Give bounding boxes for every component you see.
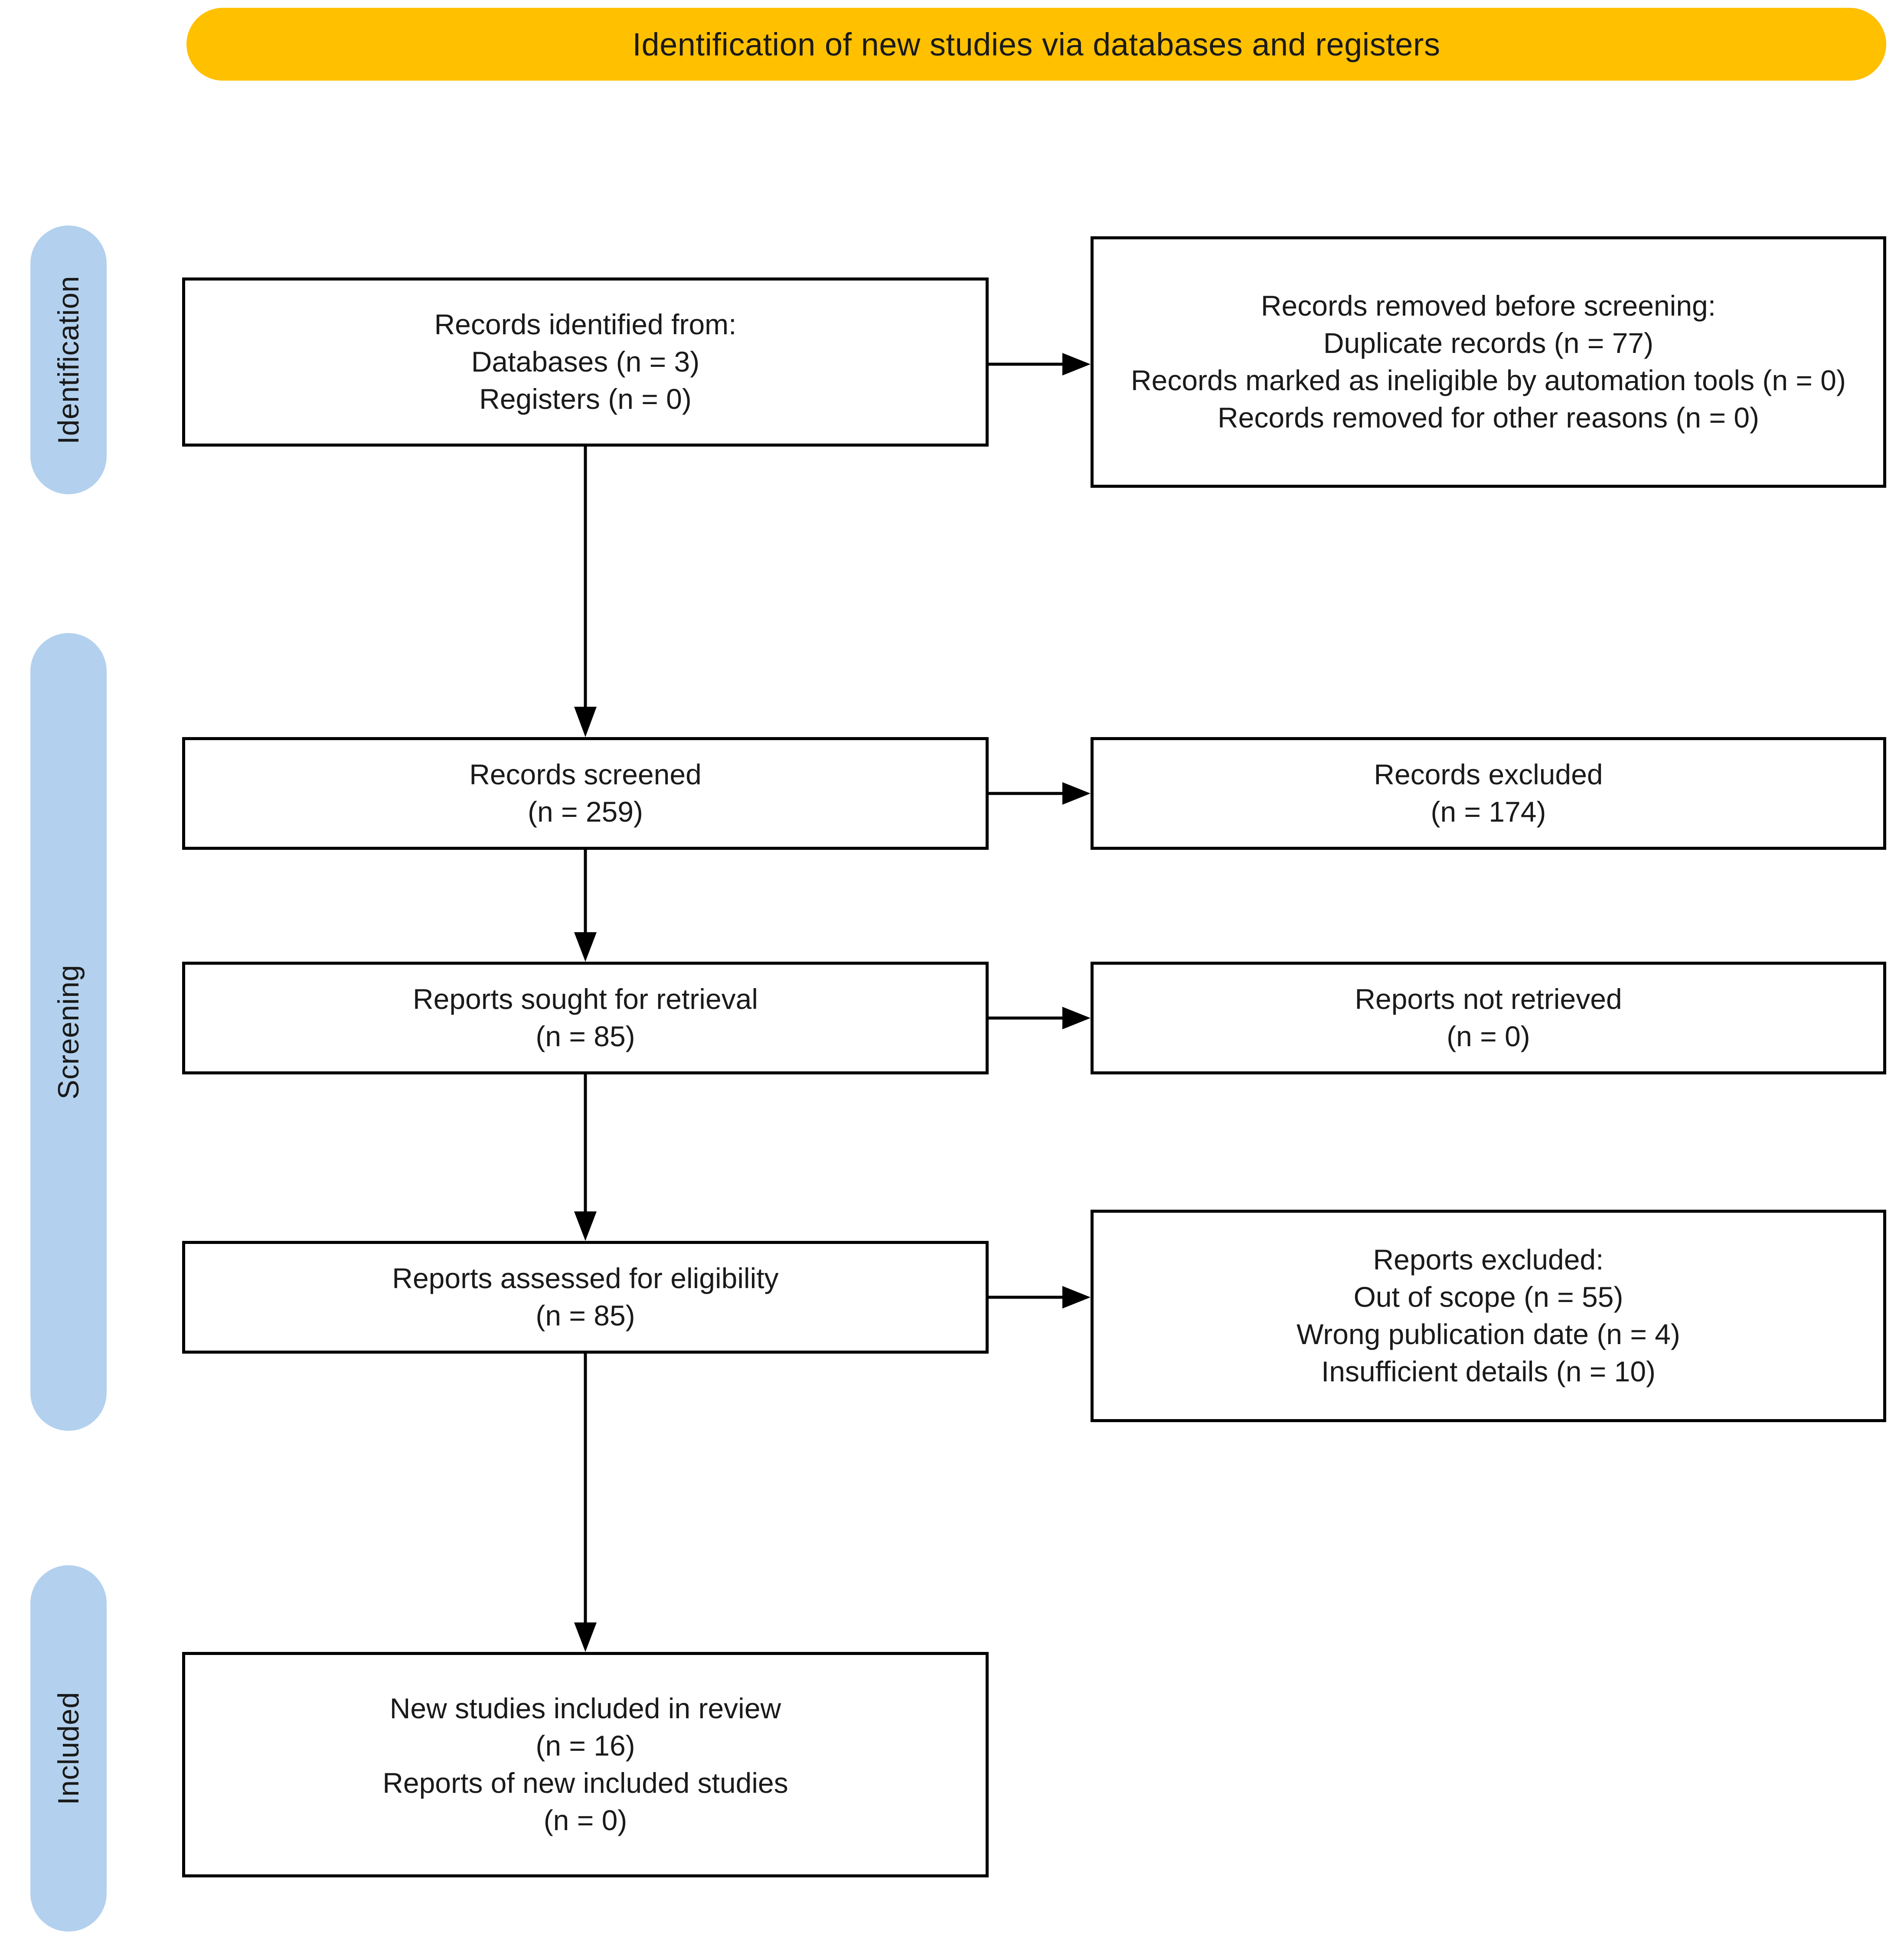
stage-label-included-text: Included: [52, 1691, 85, 1805]
box-records-screened-line-1: Records screened: [469, 758, 702, 791]
box-reports-assessed-line-2: (n = 85): [536, 1299, 635, 1332]
box-records-removed-line-2: Duplicate records (n = 77): [1323, 327, 1654, 359]
connector-identified-to-removed: [989, 351, 1093, 377]
box-reports-excluded-line-1: Reports excluded:: [1373, 1244, 1604, 1276]
box-new-studies-included-line-1: New studies included in review: [389, 1692, 781, 1725]
box-records-removed-line-4: Records removed for other reasons (n = 0…: [1217, 401, 1760, 434]
box-records-identified-line-2: Databases (n = 3): [471, 346, 700, 378]
box-reports-excluded-line-2: Out of scope (n = 55): [1353, 1281, 1623, 1313]
box-records-excluded-line-1: Records excluded: [1374, 758, 1603, 791]
box-new-studies-included-line-4: (n = 0): [543, 1804, 627, 1836]
box-records-identified-line-3: Registers (n = 0): [479, 382, 692, 415]
box-records-screened: Records screened (n = 259): [182, 737, 989, 850]
box-reports-not-retrieved-line-2: (n = 0): [1447, 1020, 1530, 1052]
box-new-studies-included: New studies included in review (n = 16) …: [182, 1652, 989, 1877]
connector-sought-to-assessed: [572, 1074, 598, 1243]
connector-sought-to-not-retrieved: [989, 1005, 1093, 1031]
box-records-removed-line-1: Records removed before screening:: [1261, 290, 1716, 322]
diagram-title-banner: Identification of new studies via databa…: [186, 8, 1886, 81]
box-records-excluded: Records excluded (n = 174): [1091, 737, 1886, 850]
box-reports-sought-line-1: Reports sought for retrieval: [412, 983, 758, 1015]
stage-label-identification-text: Identification: [52, 275, 85, 444]
box-new-studies-included-line-3: Reports of new included studies: [382, 1767, 788, 1799]
box-records-screened-line-2: (n = 259): [528, 796, 643, 828]
stage-label-screening: Screening: [30, 633, 107, 1431]
stage-label-identification: Identification: [30, 225, 107, 494]
box-reports-assessed-line-1: Reports assessed for eligibility: [392, 1262, 779, 1295]
box-reports-excluded-line-4: Insufficient details (n = 10): [1321, 1355, 1656, 1387]
box-reports-not-retrieved: Reports not retrieved (n = 0): [1091, 962, 1886, 1074]
box-records-removed-line-3: Records marked as ineligible by automati…: [1130, 364, 1846, 396]
connector-assessed-to-included: [572, 1354, 598, 1654]
box-reports-assessed: Reports assessed for eligibility (n = 85…: [182, 1241, 989, 1354]
stage-label-screening-text: Screening: [52, 964, 85, 1100]
connector-screened-to-records-excluded: [989, 780, 1093, 806]
connector-identified-to-screened: [572, 447, 598, 739]
connector-assessed-to-reports-excluded: [989, 1284, 1093, 1310]
box-records-identified: Records identified from: Databases (n = …: [182, 277, 989, 447]
box-new-studies-included-line-2: (n = 16): [536, 1730, 635, 1762]
page-title: Identification of new studies via databa…: [632, 26, 1440, 62]
box-reports-sought-line-2: (n = 85): [536, 1020, 635, 1052]
box-reports-excluded: Reports excluded: Out of scope (n = 55) …: [1091, 1210, 1886, 1422]
box-records-identified-line-1: Records identified from:: [434, 308, 737, 341]
box-reports-excluded-line-3: Wrong publication date (n = 4): [1297, 1318, 1680, 1350]
connector-screened-to-sought: [572, 850, 598, 963]
stage-label-included: Included: [30, 1565, 107, 1932]
box-reports-sought: Reports sought for retrieval (n = 85): [182, 962, 989, 1074]
box-reports-not-retrieved-line-1: Reports not retrieved: [1355, 983, 1622, 1015]
box-records-excluded-line-2: (n = 174): [1430, 796, 1546, 828]
box-records-removed: Records removed before screening: Duplic…: [1091, 236, 1886, 488]
